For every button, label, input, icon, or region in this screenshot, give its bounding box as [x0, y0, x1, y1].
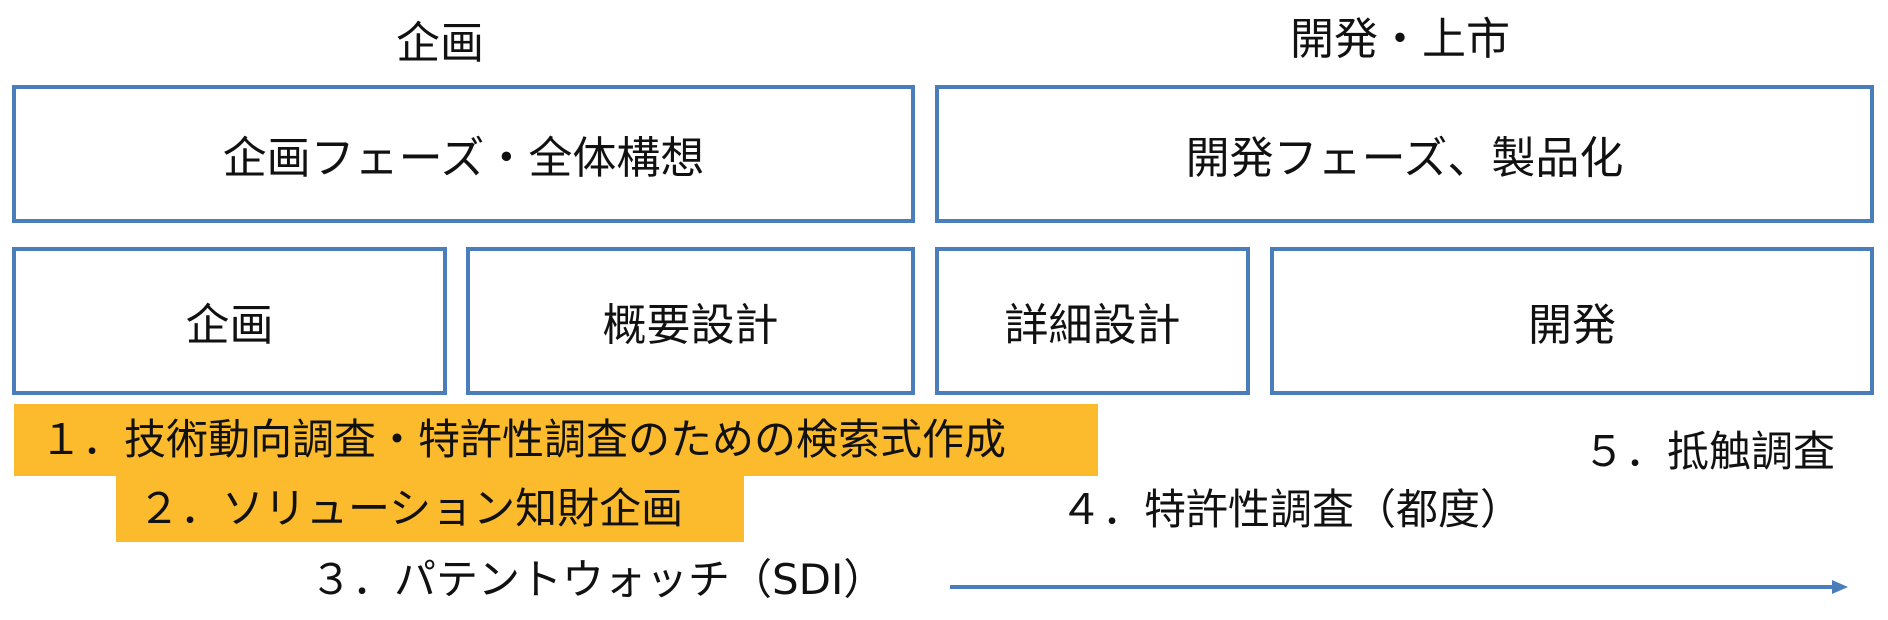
planning-phase-box: 企画フェーズ・全体構想	[12, 85, 915, 223]
step-development-label: 開発	[1528, 300, 1616, 351]
activity-1-label: １．技術動向調査・特許性調査のための検索式作成	[40, 415, 1007, 464]
step-detailed-design-box: 詳細設計	[935, 247, 1250, 395]
activity-5-label: ５．抵触調査	[1583, 427, 1836, 476]
planning-phase-label: 企画フェーズ・全体構想	[222, 133, 705, 184]
development-phase-label: 開発フェーズ、製品化	[1185, 133, 1624, 184]
step-outline-design-box: 概要設計	[466, 247, 915, 395]
step-development-box: 開発	[1270, 247, 1874, 395]
patent-watch-arrow-head	[1832, 580, 1848, 594]
step-outline-design-label: 概要設計	[602, 300, 779, 351]
activity-3-label: ３．パテントウォッチ（SDI）	[310, 555, 886, 604]
header-development: 開発・上市	[1290, 14, 1510, 65]
development-phase-box: 開発フェーズ、製品化	[935, 85, 1874, 223]
activity-1-highlight	[14, 404, 1098, 476]
step-planning-box: 企画	[12, 247, 447, 395]
step-detailed-design-label: 詳細設計	[1004, 300, 1181, 351]
header-planning: 企画	[396, 18, 484, 69]
activity-2-label: ２．ソリューション知財企画	[138, 484, 684, 533]
activity-4-label: ４．特許性調査（都度）	[1060, 485, 1523, 534]
step-planning-label: 企画	[185, 300, 274, 351]
activity-2-highlight	[116, 476, 744, 542]
